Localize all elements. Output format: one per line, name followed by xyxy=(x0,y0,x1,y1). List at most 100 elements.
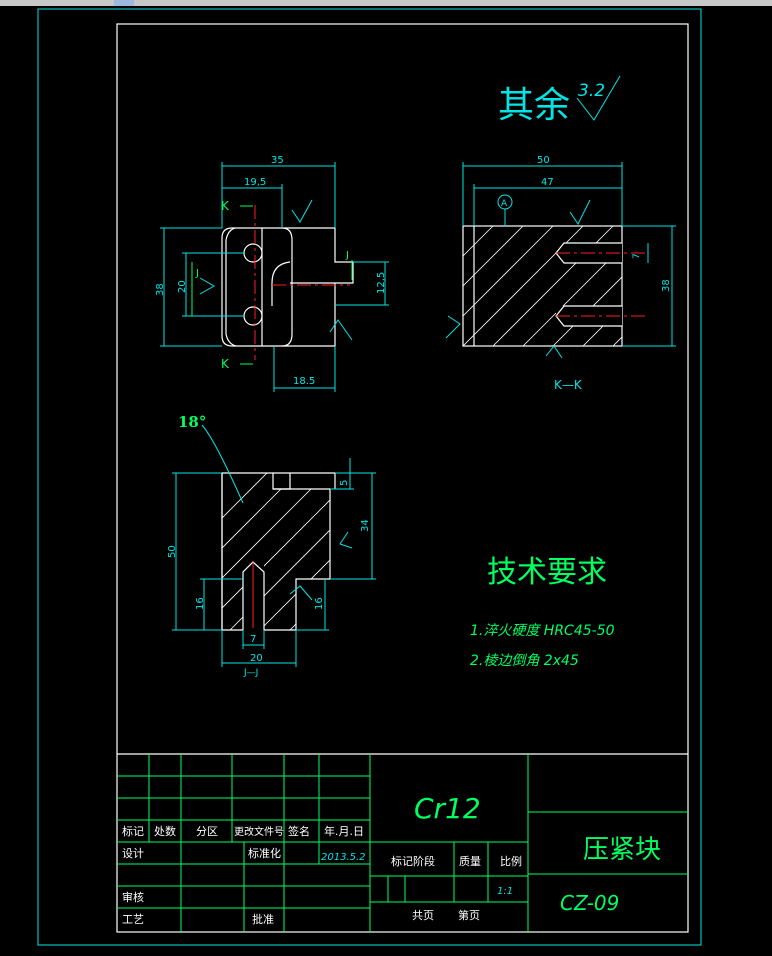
j-mark-right: J xyxy=(345,250,349,261)
dim-16b-jj: 16 xyxy=(314,597,325,610)
tb-h-zone: 分区 xyxy=(196,825,218,838)
dim-38-sec: 38 xyxy=(661,279,672,292)
j-mark-left: J xyxy=(195,268,199,279)
dim-18-5: 18.5 xyxy=(293,376,315,387)
rough-sym-8 xyxy=(289,585,313,601)
tb-standard: 标准化 xyxy=(248,846,281,860)
kk-centerlines xyxy=(556,252,648,317)
rough-sym-3 xyxy=(199,277,216,295)
tech-line-2: 2.棱边倒角 2x45 xyxy=(470,653,579,669)
rough-sym-5 xyxy=(445,315,461,339)
dim-47: 47 xyxy=(541,177,554,188)
rough-sym-1 xyxy=(291,199,313,223)
dim-35: 35 xyxy=(271,155,284,166)
section-jj-label: J—J xyxy=(243,668,258,678)
rough-sym-2 xyxy=(329,319,353,341)
tb-process: 工艺 xyxy=(122,913,144,926)
dim-38s-line xyxy=(622,225,676,347)
dim-19-line xyxy=(222,184,283,228)
tb-h-count: 处数 xyxy=(154,825,176,838)
front-outline xyxy=(221,227,354,347)
roughness-symbol xyxy=(576,75,621,121)
hole-top xyxy=(243,243,263,263)
hole-bottom xyxy=(243,306,263,326)
section-jj: 18° 50 5 34 16 16 7 20 J—J xyxy=(167,413,376,678)
angle-leader xyxy=(201,424,244,504)
outer-frame xyxy=(37,8,702,946)
tb-scale-value: 1:1 xyxy=(497,886,513,897)
dim-20-jj: 20 xyxy=(250,653,263,664)
front-chamfer xyxy=(225,227,237,347)
jj-hatch xyxy=(222,473,330,630)
inner-frame xyxy=(116,23,689,933)
tb-approve: 批准 xyxy=(252,912,274,926)
rough-sym-7 xyxy=(339,531,353,549)
j-arrows xyxy=(191,260,353,316)
dim-16a-jj: 16 xyxy=(195,597,206,610)
dim-20-line xyxy=(182,252,245,317)
jj-top-step xyxy=(273,472,336,490)
tb-scale-label: 比例 xyxy=(500,854,522,868)
tb-total-sheets: 共页 xyxy=(412,909,434,922)
section-kk-label: K—K xyxy=(554,378,583,392)
tech-line-1: 1.淬火硬度 HRC45-50 xyxy=(470,623,615,639)
dim-50j-line xyxy=(172,472,222,631)
selected-tab[interactable] xyxy=(114,0,134,6)
dim-7-jj: 7 xyxy=(250,634,256,645)
roughness-label: 其余 xyxy=(498,85,570,126)
dim-50-jj: 50 xyxy=(167,545,178,558)
roughness-value: 3.2 xyxy=(578,81,605,101)
dim-16b-line xyxy=(296,579,329,631)
angle-18: 18° xyxy=(178,413,206,431)
tb-h-sign: 签名 xyxy=(288,824,310,838)
front-slot xyxy=(271,261,291,306)
dim-38: 38 xyxy=(155,283,166,296)
tb-h-doc: 更改文件号 xyxy=(234,825,284,838)
dim-20: 20 xyxy=(177,280,188,293)
tb-h-date: 年.月.日 xyxy=(324,824,364,838)
dim-35-line xyxy=(221,162,336,228)
front-view: 35 19,5 38 20 12,5 18.5 K K J J xyxy=(155,155,389,392)
tech-title: 技术要求 xyxy=(487,555,607,590)
tb-date-value: 2013.5.2 xyxy=(321,852,366,863)
tb-cols-left xyxy=(148,754,320,932)
rough-sym-4 xyxy=(569,199,591,225)
front-step-curve xyxy=(281,227,293,347)
tb-stage: 标记阶段 xyxy=(391,854,435,868)
rough-sym-6 xyxy=(545,345,563,359)
tb-review: 审核 xyxy=(122,890,144,904)
center-lines xyxy=(254,205,350,360)
dim-12-line xyxy=(335,261,389,306)
datum-a: A xyxy=(501,199,508,209)
material: Cr12 xyxy=(414,792,481,825)
drawing-number: CZ-09 xyxy=(560,891,619,915)
tb-sheet-no: 第页 xyxy=(458,908,480,922)
dim-47-line xyxy=(473,184,622,226)
dim-19-5: 19,5 xyxy=(244,177,266,188)
dim-34-line xyxy=(330,472,376,580)
dim-38-line xyxy=(160,227,222,347)
dim-50-line xyxy=(462,162,623,226)
tb-weight: 质量 xyxy=(459,855,481,868)
section-kk: 50 47 38 7 A K—K xyxy=(445,155,676,392)
dim-12-5: 12,5 xyxy=(376,272,387,294)
toolbar-strip xyxy=(0,0,772,6)
k-mark-bottom: K xyxy=(221,357,230,371)
dim-18-line xyxy=(273,346,336,392)
part-name: 压紧块 xyxy=(583,835,661,865)
dim-5-jj: 5 xyxy=(339,480,350,486)
dim-7j-line xyxy=(242,630,265,649)
k-mark-top: K xyxy=(221,199,230,213)
tb-design: 设计 xyxy=(122,847,144,860)
dim-16a-line xyxy=(200,578,243,630)
tb-grid-right xyxy=(369,754,688,932)
tb-h-mark: 标记 xyxy=(122,824,144,838)
k-arrows xyxy=(240,205,253,365)
title-block: Cr12 压紧块 CZ-09 标记 处数 分区 更改文件号 签名 年.月.日 设… xyxy=(117,753,688,932)
dim-7-sec: 7 xyxy=(632,253,642,259)
kk-hatch xyxy=(463,226,622,346)
dim-50: 50 xyxy=(537,155,550,166)
dim-34-jj: 34 xyxy=(360,519,371,532)
dim-20j-line xyxy=(221,630,297,667)
